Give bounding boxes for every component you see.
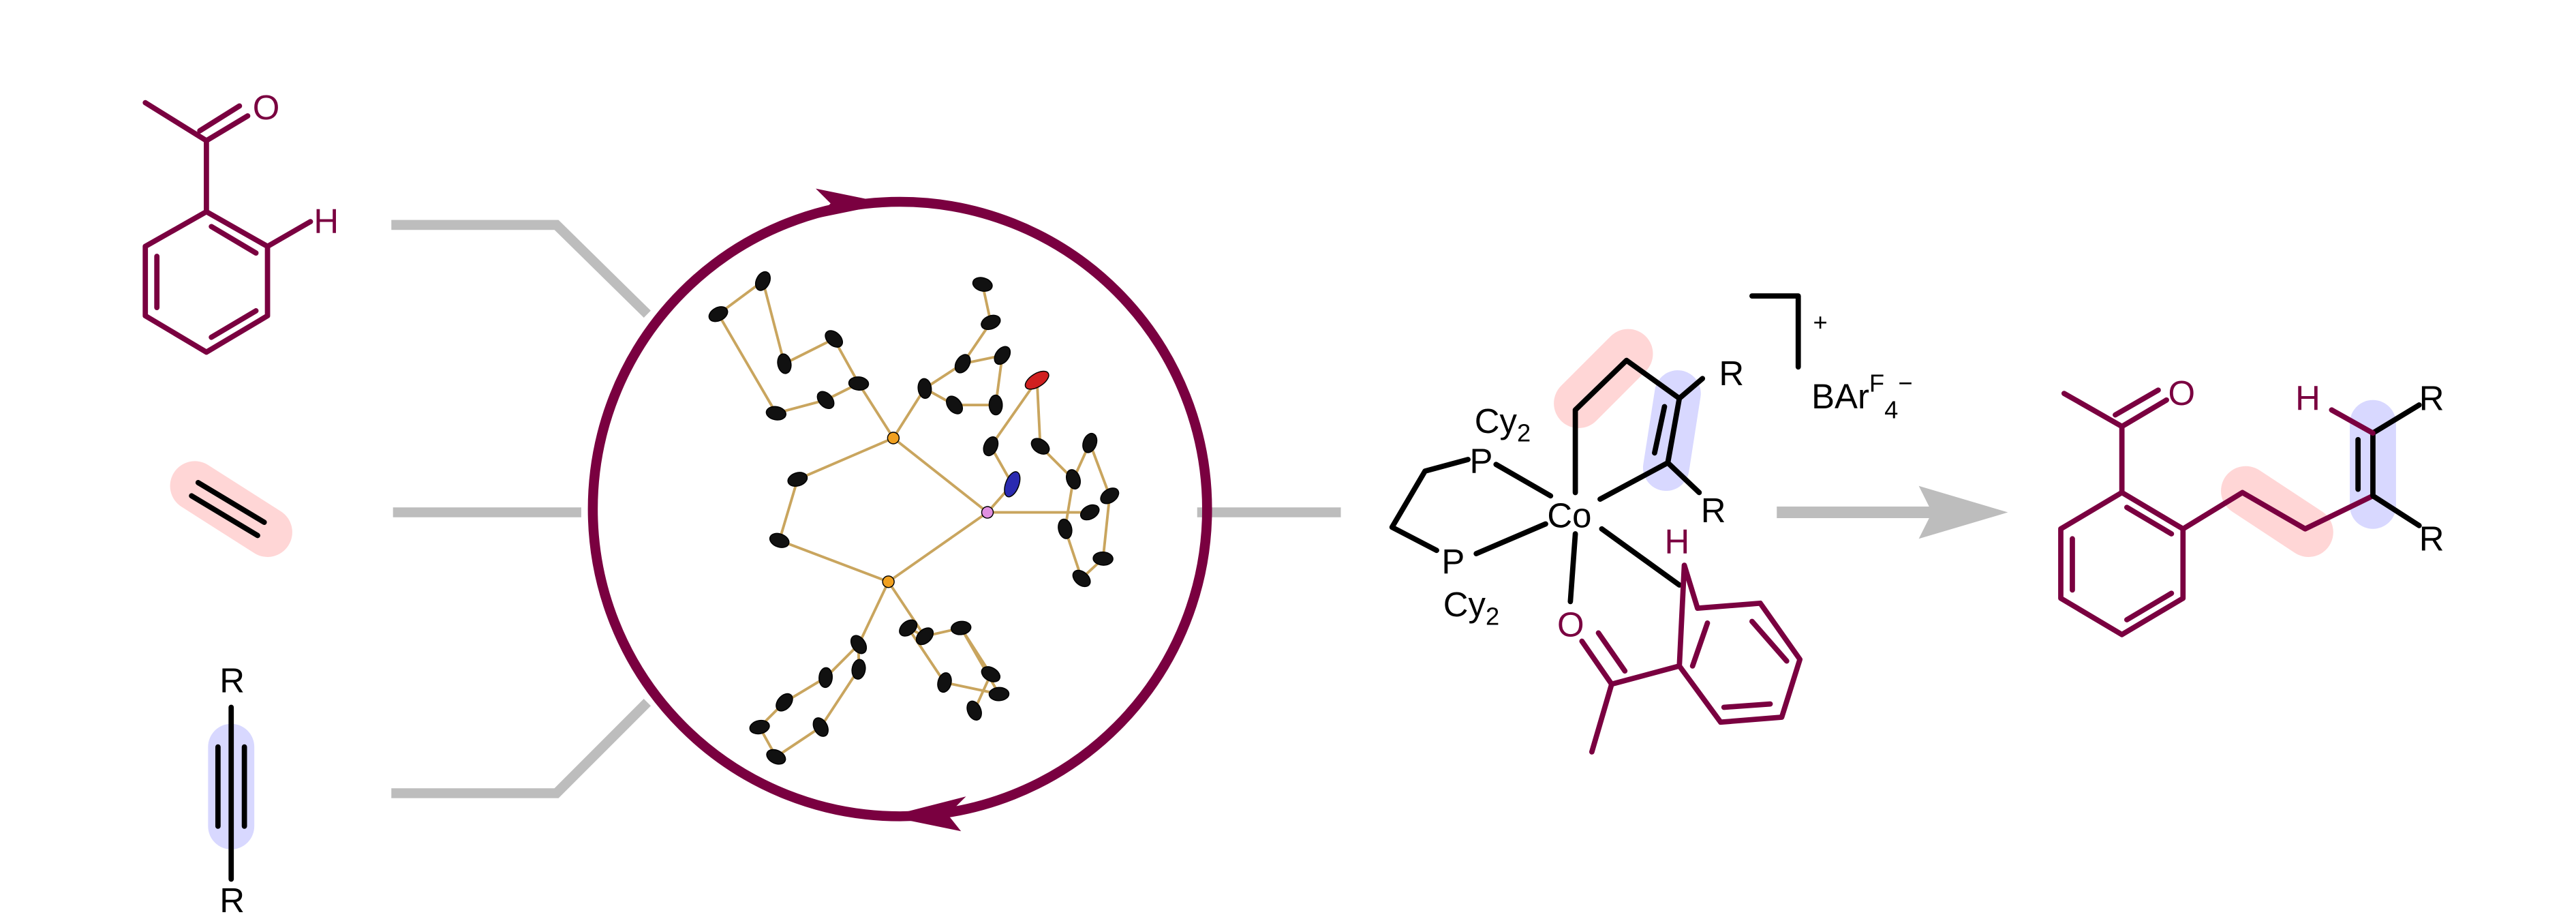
cobalt-intermediate: Cy2 P P Cy2 Co R R H O + BArF4− — [1389, 293, 1913, 755]
ortep-heteroatom — [887, 432, 900, 445]
ortep-carbon-atom — [848, 376, 870, 391]
ortep-bond — [1101, 496, 1111, 559]
ortep-bond — [887, 581, 926, 637]
ortep-bond — [990, 379, 1039, 447]
ortep-bond — [907, 627, 946, 684]
connector-line — [391, 220, 651, 318]
r-group-label: R — [1701, 491, 1726, 530]
cy-label: Cy2 — [1475, 402, 1531, 447]
ethylene-reactant — [170, 461, 292, 557]
ortep-carbon-atom — [769, 532, 790, 548]
cobalt-label: Co — [1547, 496, 1591, 534]
ortep-bond — [857, 581, 890, 646]
hydrogen-label: H — [2295, 378, 2320, 417]
ortep-carbon-atom — [899, 619, 918, 637]
ortep-bond — [779, 539, 889, 584]
cy-label: Cy2 — [1443, 585, 1499, 630]
ortep-carbon-atom — [954, 354, 971, 374]
ortep-carbon-atom — [787, 472, 808, 487]
ortep-carbon-atom — [816, 391, 835, 410]
ortep-crystal-structure — [708, 271, 1120, 765]
ortep-carbon-atom — [708, 306, 729, 322]
ortep-carbon-atom — [777, 353, 792, 374]
ortep-bond — [797, 436, 894, 481]
ortep-carbon-atom — [917, 378, 932, 400]
ortep-heteroatom — [981, 506, 994, 519]
counterion-label: BArF4− — [1811, 370, 1912, 424]
ortep-carbon-atom — [1058, 518, 1073, 539]
r-group-label: R — [219, 881, 245, 919]
ortep-bond — [892, 387, 926, 439]
reaction-arrow — [1777, 485, 2008, 539]
cycle-arrowhead-icon — [888, 796, 966, 832]
ortep-carbon-atom — [825, 330, 843, 348]
oxygen-label: O — [1557, 605, 1584, 644]
ortep-carbon-atom — [1072, 569, 1091, 588]
hydrogen-label: H — [313, 202, 339, 241]
hydrogen-label: H — [1664, 522, 1689, 561]
oxygen-label: O — [253, 88, 280, 127]
ortep-bond — [775, 725, 822, 758]
ortep-carbon-atom — [1079, 504, 1100, 521]
ortep-bond — [887, 511, 989, 583]
ortep-bond — [761, 280, 786, 364]
ortep-carbon-atom — [972, 277, 993, 292]
ortep-carbon-atom — [754, 271, 771, 291]
ortep-carbon-atom — [946, 395, 964, 415]
charge-label: + — [1813, 308, 1828, 336]
acetophenone-reactant: O H — [142, 88, 339, 355]
ortep-bond — [1035, 380, 1042, 447]
ortep-carbon-atom — [951, 620, 972, 635]
ortep-carbon-atom — [966, 700, 982, 721]
ortep-carbon-atom — [981, 666, 1001, 682]
ortep-bond — [892, 436, 989, 514]
ortep-heteroatom — [1004, 471, 1021, 498]
ortep-carbon-atom — [749, 719, 770, 735]
ortep-carbon-atom — [983, 436, 999, 457]
r-group-label: R — [2419, 519, 2444, 558]
charge-bracket — [1749, 293, 1801, 370]
phosphorus-label: P — [1470, 441, 1493, 480]
r-group-label: R — [2419, 378, 2444, 417]
connector-line — [391, 699, 651, 798]
ortep-bond — [960, 627, 1000, 695]
ortep-carbon-atom — [915, 627, 934, 646]
ortep-carbon-atom — [1030, 438, 1050, 455]
ortep-carbon-atom — [776, 693, 793, 712]
ortep-carbon-atom — [1082, 432, 1098, 453]
ortep-carbon-atom — [851, 659, 866, 680]
alkyne-reactant: R R — [208, 661, 255, 919]
ortep-carbon-atom — [818, 667, 833, 689]
ortep-carbon-atom — [850, 635, 868, 654]
ortep-carbon-atom — [1100, 487, 1120, 504]
ortep-heteroatom — [1024, 370, 1049, 390]
oxygen-label: O — [2168, 374, 2196, 412]
ortep-carbon-atom — [981, 314, 1001, 331]
phosphorus-label: P — [1441, 542, 1465, 581]
ortep-bond — [857, 382, 895, 439]
ortep-heteroatom — [882, 575, 895, 588]
r-group-label: R — [1719, 354, 1744, 393]
ortep-carbon-atom — [765, 406, 786, 421]
ortep-carbon-atom — [937, 672, 952, 693]
ortep-bond — [1088, 442, 1111, 496]
ortep-bond — [784, 337, 835, 365]
product: O H R R — [2058, 374, 2444, 637]
ortep-carbon-atom — [1092, 551, 1114, 566]
arrowhead-icon — [1918, 485, 2008, 539]
ortep-carbon-atom — [988, 394, 1003, 416]
ortep-bond — [778, 479, 799, 541]
r-group-label: R — [219, 661, 245, 700]
catalytic-cycle — [587, 188, 1212, 832]
ortep-carbon-atom — [812, 717, 829, 737]
ortep-bond — [819, 668, 860, 728]
ortep-bond — [717, 313, 778, 415]
ortep-carbon-atom — [766, 749, 786, 765]
cycle-arrowhead-icon — [816, 188, 889, 219]
ortep-carbon-atom — [988, 687, 1010, 702]
ortep-carbon-atom — [994, 346, 1011, 365]
ortep-carbon-atom — [1066, 469, 1081, 489]
